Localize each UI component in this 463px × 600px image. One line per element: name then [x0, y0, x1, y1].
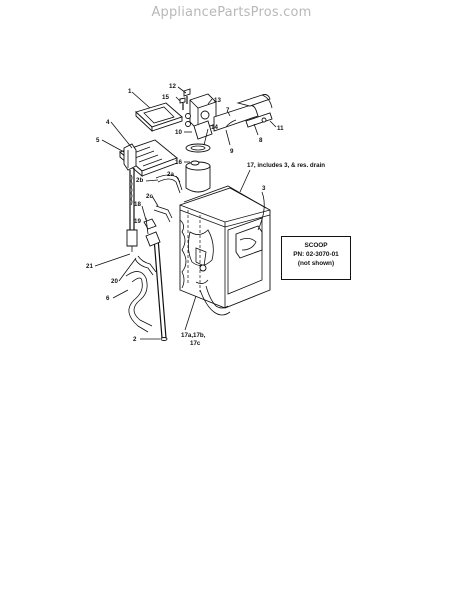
callout-8: 8: [259, 137, 263, 144]
part-reservoir: [179, 185, 271, 309]
part-pipe: [153, 237, 168, 341]
callout-16: 16: [175, 159, 182, 166]
callout-15: 15: [162, 94, 169, 101]
part-drain-window: [235, 225, 263, 259]
part-hose-20: [134, 255, 157, 276]
part-cup: [185, 160, 211, 193]
callout-4: 4: [106, 119, 110, 126]
callout-17: 17, includes 3, & res. drain: [247, 162, 325, 169]
part-elbow-hose: [199, 285, 231, 316]
watermark: AppliancePartsPros.com: [151, 5, 312, 20]
callout-2: 2: [133, 336, 137, 343]
callout-2c: 2c: [146, 193, 153, 200]
callout-1: 1: [128, 88, 132, 95]
callout-17abc-line1: 17a,17b,: [181, 332, 206, 339]
part-drain-hose: [125, 271, 153, 333]
callout-13: 13: [214, 97, 221, 104]
note-title: SCOOP: [304, 242, 328, 249]
callout-labels: 1 4 5 12 15 13 7 11 8 9 10 14 16 17, inc…: [86, 83, 325, 347]
callout-2b: 2b: [136, 177, 143, 184]
part-screws: [179, 88, 191, 110]
part-lid: [135, 102, 183, 133]
callout-11: 11: [277, 125, 284, 132]
callout-7: 7: [226, 107, 230, 114]
part-hose-2c: [153, 205, 173, 223]
callout-5: 5: [96, 137, 100, 144]
note-subtitle: (not shown): [297, 260, 335, 267]
part-gasket: [185, 143, 211, 153]
callout-17abc-line2: 17c: [190, 340, 201, 347]
part-tube-assembly: [213, 94, 273, 132]
callout-2a: 2a: [167, 171, 174, 178]
callout-10: 10: [175, 129, 182, 136]
leader-lines: [94, 86, 277, 340]
scoop-note-box: SCOOP PN: 02-3070-01 (not shown): [281, 236, 351, 280]
callout-3: 3: [262, 185, 266, 192]
callout-12: 12: [169, 83, 176, 90]
callout-18: 18: [134, 201, 141, 208]
part-hose-2b: [155, 174, 183, 194]
callout-14: 14: [211, 124, 218, 131]
part-pump-assembly: [185, 93, 217, 140]
callout-20: 20: [111, 278, 118, 285]
part-probe-assembly: [123, 143, 138, 252]
callout-9: 9: [230, 148, 234, 155]
note-part-number: PN: 02-3070-01: [293, 251, 339, 258]
callout-19: 19: [134, 218, 141, 225]
callout-21: 21: [86, 263, 93, 270]
callout-6: 6: [106, 295, 110, 302]
